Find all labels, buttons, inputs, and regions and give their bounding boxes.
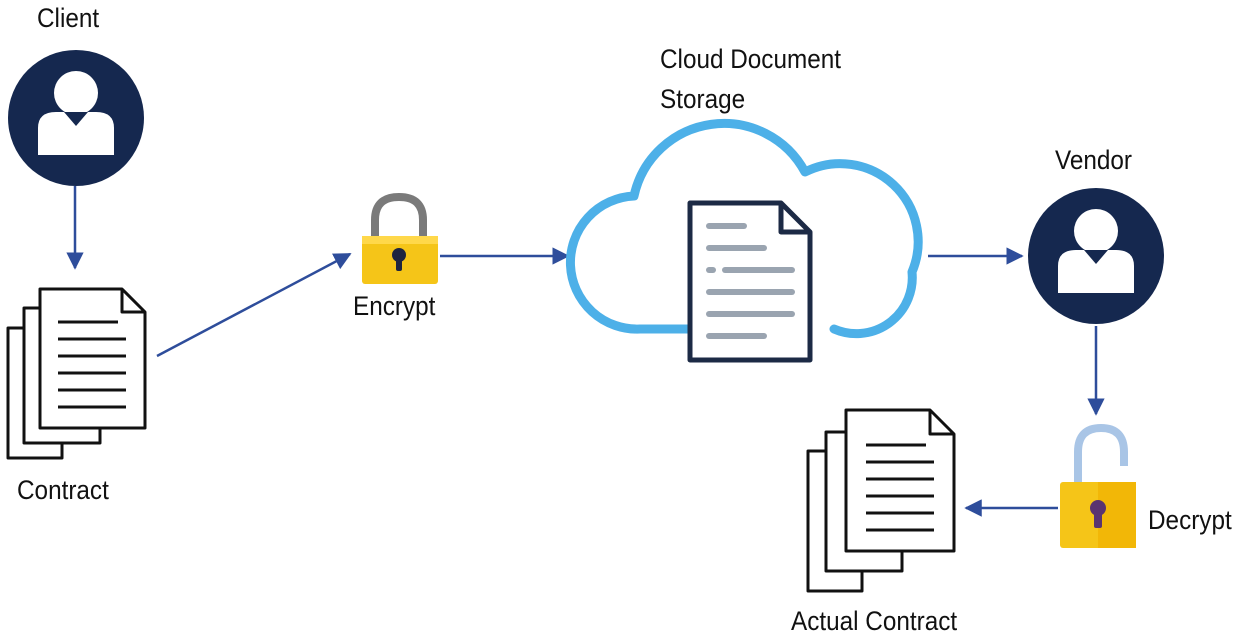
cloud-document-icon (687, 200, 813, 363)
cloud-storage-label-line2: Storage (660, 84, 746, 114)
actual-contract-label: Actual Contract (791, 606, 958, 636)
client-label: Client (37, 3, 100, 33)
client-user-icon (8, 50, 144, 186)
unlocked-padlock-icon (1060, 423, 1136, 548)
cloud-storage-label-line1: Cloud Document (660, 44, 841, 74)
locked-padlock-icon (362, 192, 438, 284)
contract-documents-icon (6, 287, 147, 460)
contract-label: Contract (17, 475, 109, 505)
actual-contract-documents-icon (806, 408, 956, 593)
cloud-storage-icon (565, 118, 923, 339)
vendor-label: Vendor (1055, 145, 1133, 175)
encrypt-label: Encrypt (353, 291, 436, 321)
vendor-user-icon (1028, 188, 1164, 324)
arrow-contract-to-encrypt (156, 252, 352, 358)
decrypt-label: Decrypt (1148, 505, 1232, 535)
